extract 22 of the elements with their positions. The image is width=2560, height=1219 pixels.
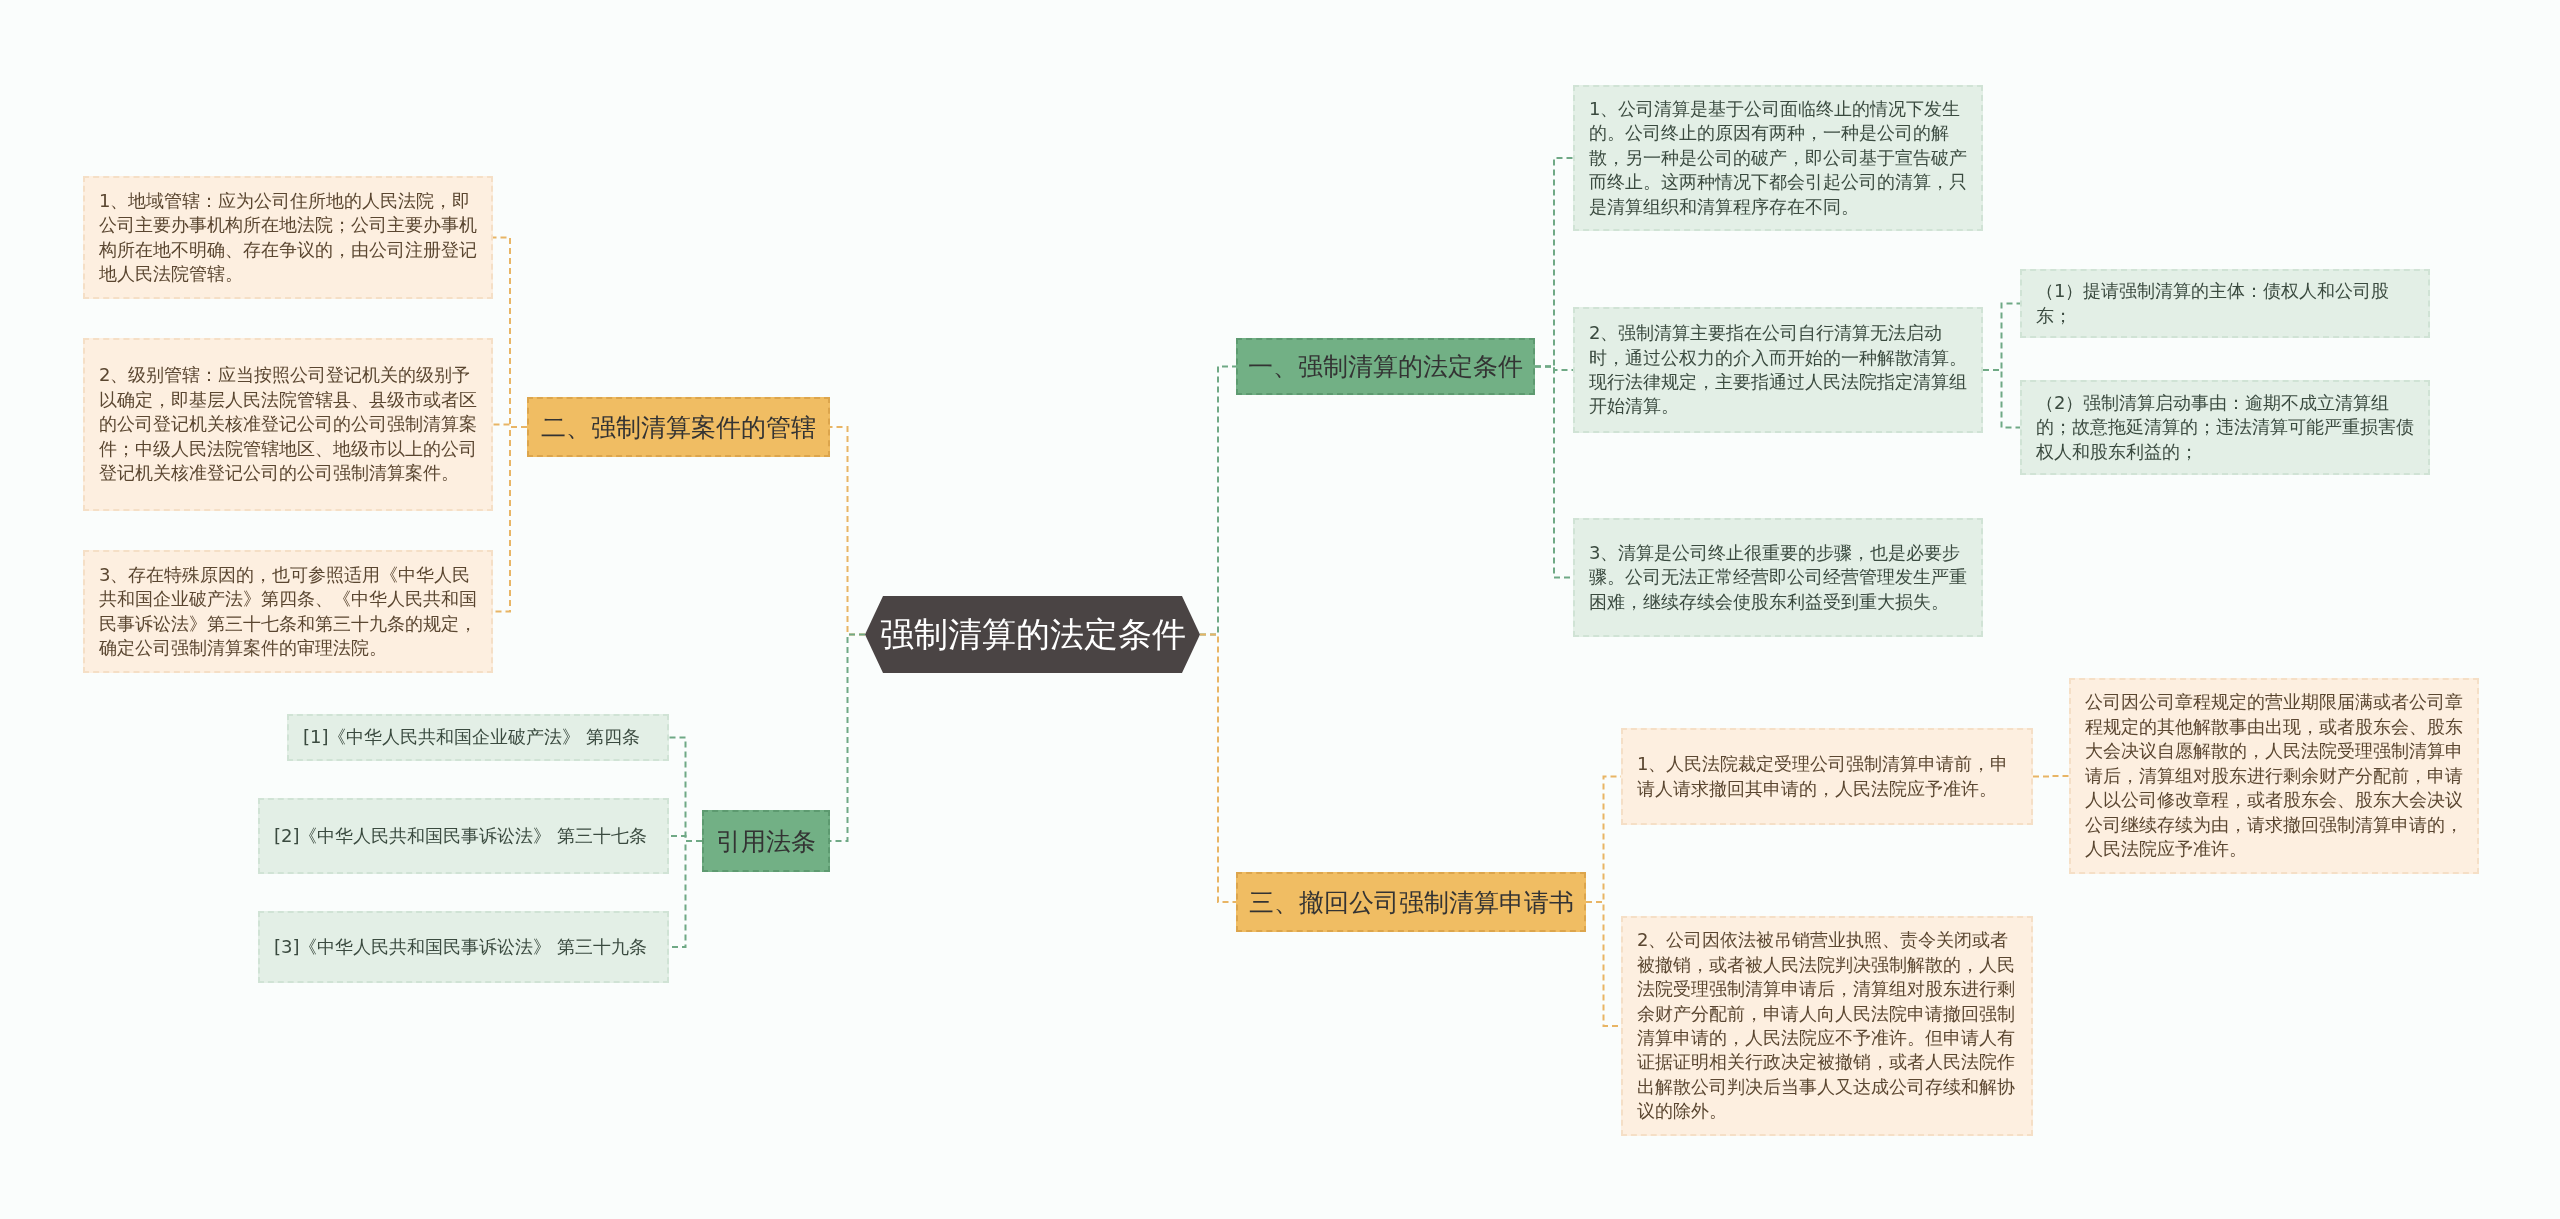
note-box: [1]《中华人民共和国企业破产法》 第四条: [287, 714, 669, 761]
note-box: [3]《中华人民共和国民事诉讼法》 第三十九条: [258, 911, 669, 983]
note-box: 2、公司因依法被吊销营业执照、责令关闭或者被撤销，或者被人民法院判决强制解散的，人民法院受理强制清算申请后，清算组对股东进行剩余财产分配前，申请人向人民法院申请撤回强制清算申请的，人民法院应不予准许。但申请人有证据证明相关行政决定被撤销，或者人民法院作出解散公司判决后当事人又达成公司存续和解协议的除外。: [1621, 916, 2033, 1136]
note-box: （1）提请强制清算的主体：债权人和公司股东；: [2020, 269, 2430, 338]
connector-line: [1199, 633, 1237, 903]
note-box: 1、地域管辖：应为公司住所地的人民法院，即公司主要办事机构所在地法院；公司主要办事机构所在地不明确、存在争议的，由公司注册登记地人民法院管辖。: [83, 176, 493, 299]
note-box: 3、存在特殊原因的，也可参照适用《中华人民共和国企业破产法》第四条、《中华人民共和国民事诉讼法》第三十七条和第三十九条的规定，确定公司强制清算案件的审理法院。: [83, 550, 493, 673]
note-box: 1、人民法院裁定受理公司强制清算申请前，申请人请求撤回其申请的，人民法院应予准许。: [1621, 728, 2033, 825]
note-box: [2]《中华人民共和国民事诉讼法》 第三十七条: [258, 798, 669, 874]
branch-topic-box: 三、撤回公司强制清算申请书: [1236, 872, 1586, 932]
branch-topic-box: 二、强制清算案件的管辖: [527, 397, 830, 457]
note-box: 2、强制清算主要指在公司自行清算无法启动时，通过公权力的介入而开始的一种解散清算。现行法律规定，主要指通过人民法院指定清算组开始清算。: [1573, 307, 1983, 433]
note-box: 3、清算是公司终止很重要的步骤，也是必要步骤。公司无法正常经营即公司经营管理发生严重困难，继续存续会使股东利益受到重大损失。: [1573, 518, 1983, 637]
note-box: 2、级别管辖：应当按照公司登记机关的级别予以确定，即基层人民法院管辖县、县级市或者区的公司登记机关核准登记公司的公司强制清算案件；中级人民法院管辖地区、地级市以上的公司登记机关核准登记公司的公司强制清算案件。: [83, 338, 493, 511]
note-box: 1、公司清算是基于公司面临终止的情况下发生的。公司终止的原因有两种，一种是公司的解散，另一种是公司的破产，即公司基于宣告破产而终止。这两种情况下都会引起公司的清算，只是清算组织和清算程序存在不同。: [1573, 85, 1983, 231]
branch-topic-box: 引用法条: [702, 810, 830, 872]
note-box: 公司因公司章程规定的营业期限届满或者公司章程规定的其他解散事由出现，或者股东会、股东大会决议自愿解散的，人民法院受理强制清算申请后，清算组对股东进行剩余财产分配前，申请人以公司修改章程，或者股东会、股东大会决议公司继续存续为由，请求撤回强制清算申请的，人民法院应予准许。: [2069, 678, 2479, 874]
branch-topic-box: 一、强制清算的法定条件: [1236, 338, 1535, 395]
connector-line: [2032, 775, 2070, 778]
connector-line: [1982, 369, 2021, 429]
central-topic-hexagon: 强制清算的法定条件: [865, 596, 1200, 673]
note-box: （2）强制清算启动事由：逾期不成立清算组的；故意拖延清算的；违法清算可能严重损害债权人和股东利益的；: [2020, 380, 2430, 475]
